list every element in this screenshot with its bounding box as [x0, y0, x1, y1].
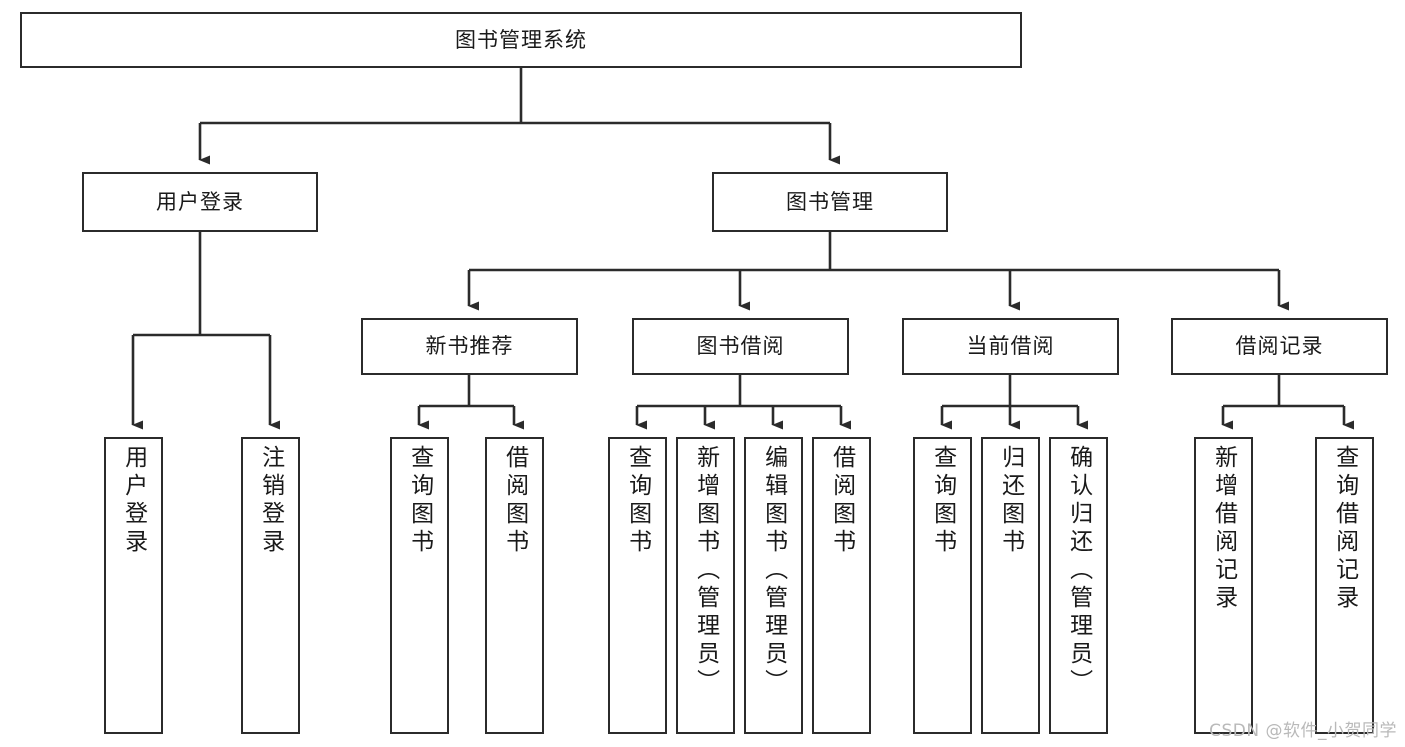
leaf-current-borrow-confirm-return[interactable]: 确认归还（管理员） — [1049, 437, 1108, 734]
leaf-book-borrow-add-book-label: 新增图书（管理员） — [692, 445, 719, 697]
leaf-borrow-record-query-record-label: 查询借阅记录 — [1331, 445, 1358, 613]
leaf-borrow-record-query-record[interactable]: 查询借阅记录 — [1315, 437, 1374, 734]
leaf-book-borrow-edit-book[interactable]: 编辑图书（管理员） — [744, 437, 803, 734]
leaf-book-borrow-query-book-label: 查询图书 — [624, 445, 651, 557]
node-new-book-recommend-label: 新书推荐 — [425, 334, 514, 359]
node-borrow-record[interactable]: 借阅记录 — [1171, 318, 1388, 375]
leaf-book-borrow-edit-book-label: 编辑图书（管理员） — [760, 445, 787, 697]
node-root-book-management-system[interactable]: 图书管理系统 — [20, 12, 1022, 68]
node-current-borrow-label: 当前借阅 — [966, 334, 1055, 359]
node-book-management[interactable]: 图书管理 — [712, 172, 948, 232]
leaf-user-login-logout[interactable]: 注销登录 — [241, 437, 300, 734]
leaf-new-book-query-book[interactable]: 查询图书 — [390, 437, 449, 734]
leaf-book-borrow-borrow-book[interactable]: 借阅图书 — [812, 437, 871, 734]
node-book-borrow[interactable]: 图书借阅 — [632, 318, 849, 375]
node-borrow-record-label: 借阅记录 — [1235, 334, 1324, 359]
leaf-borrow-record-add-record[interactable]: 新增借阅记录 — [1194, 437, 1253, 734]
leaf-user-login-login-label: 用户登录 — [120, 445, 147, 557]
node-root-label: 图书管理系统 — [455, 27, 587, 52]
leaf-book-borrow-query-book[interactable]: 查询图书 — [608, 437, 667, 734]
leaf-new-book-query-book-label: 查询图书 — [406, 445, 433, 557]
leaf-new-book-borrow-book-label: 借阅图书 — [501, 445, 528, 557]
leaf-borrow-record-add-record-label: 新增借阅记录 — [1210, 445, 1237, 613]
leaf-book-borrow-add-book[interactable]: 新增图书（管理员） — [676, 437, 735, 734]
leaf-current-borrow-query-book[interactable]: 查询图书 — [913, 437, 972, 734]
csdn-watermark: CSDN @软件_小贺同学 — [1209, 721, 1397, 741]
node-book-borrow-label: 图书借阅 — [696, 334, 785, 359]
node-user-login[interactable]: 用户登录 — [82, 172, 318, 232]
node-current-borrow[interactable]: 当前借阅 — [902, 318, 1119, 375]
node-user-login-label: 用户登录 — [156, 189, 244, 214]
leaf-current-borrow-query-book-label: 查询图书 — [929, 445, 956, 557]
node-new-book-recommend[interactable]: 新书推荐 — [361, 318, 578, 375]
leaf-user-login-login[interactable]: 用户登录 — [104, 437, 163, 734]
leaf-book-borrow-borrow-book-label: 借阅图书 — [828, 445, 855, 557]
leaf-current-borrow-confirm-return-label: 确认归还（管理员） — [1065, 445, 1092, 697]
leaf-user-login-logout-label: 注销登录 — [257, 445, 284, 557]
node-book-management-label: 图书管理 — [786, 189, 874, 214]
leaf-current-borrow-return-book[interactable]: 归还图书 — [981, 437, 1040, 734]
leaf-new-book-borrow-book[interactable]: 借阅图书 — [485, 437, 544, 734]
leaf-current-borrow-return-book-label: 归还图书 — [997, 445, 1024, 557]
